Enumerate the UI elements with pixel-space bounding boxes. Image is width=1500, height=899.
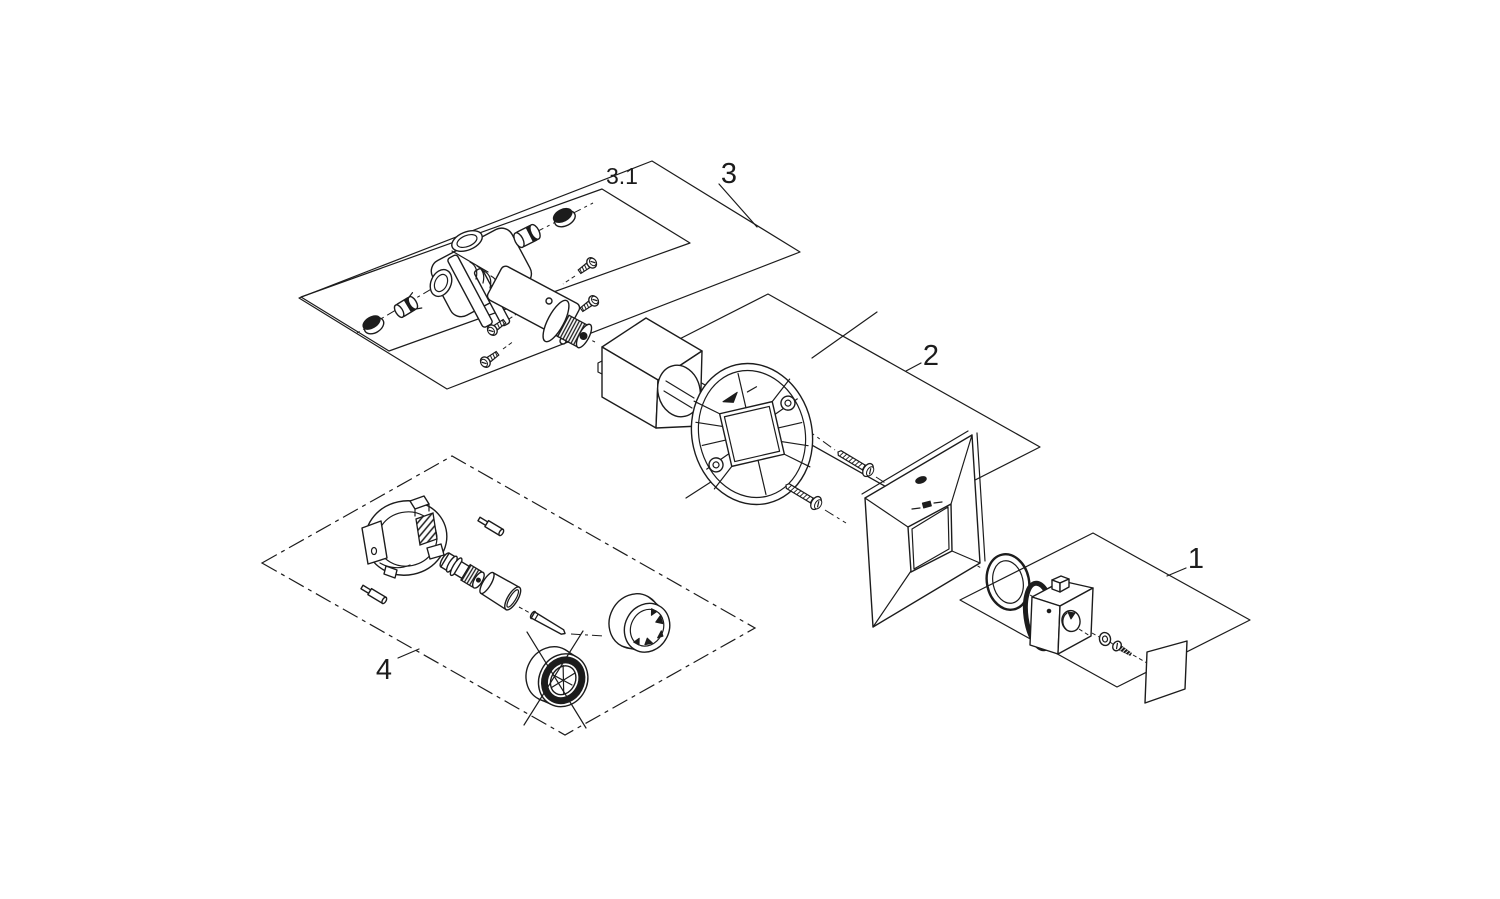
group-3-boundary bbox=[298, 160, 801, 390]
screw-icon bbox=[477, 348, 502, 370]
label-group-3-1: 3.1 bbox=[606, 163, 638, 189]
cap bbox=[552, 207, 576, 228]
sleeve-adapter bbox=[479, 571, 522, 611]
group-4-boundary bbox=[260, 455, 757, 736]
washer bbox=[1098, 631, 1112, 647]
label-2-leader bbox=[905, 362, 922, 372]
instruction-card bbox=[1144, 640, 1188, 704]
temperature-mark bbox=[911, 500, 943, 510]
plaster-guard-sleeve bbox=[597, 317, 703, 429]
escutcheon-plate bbox=[861, 430, 986, 628]
label-group-2: 2 bbox=[923, 340, 939, 372]
end-flange bbox=[542, 299, 570, 343]
pin-screw bbox=[477, 516, 505, 537]
label-group-4: 4 bbox=[376, 654, 392, 686]
handle-recess bbox=[1061, 609, 1081, 633]
stop-ring-housing bbox=[361, 495, 448, 579]
concealed-valve-body bbox=[429, 227, 593, 349]
side-port bbox=[429, 268, 453, 298]
pivot-pin bbox=[529, 610, 566, 635]
spindle-extension bbox=[439, 552, 485, 589]
valve-caps-and-screws bbox=[362, 207, 602, 370]
screw-icon bbox=[575, 255, 600, 277]
callout-line bbox=[811, 311, 878, 359]
group-2-boundary bbox=[649, 293, 1041, 508]
label-group-1: 1 bbox=[1188, 543, 1204, 575]
splined-ring bbox=[608, 593, 671, 653]
label-4-leader bbox=[397, 648, 420, 659]
bellows-ribs bbox=[469, 261, 499, 293]
label-1-leader bbox=[1166, 567, 1187, 577]
brand-mark bbox=[915, 476, 927, 484]
mounting-plate bbox=[690, 362, 814, 506]
screw-icon bbox=[577, 293, 602, 315]
cross-out-lines bbox=[523, 630, 587, 729]
group-3-1-boundary bbox=[300, 188, 691, 352]
label-3-leader bbox=[718, 183, 758, 228]
long-screw-icon bbox=[781, 478, 825, 513]
handle-screw bbox=[1112, 640, 1132, 656]
group-1-boundary bbox=[959, 532, 1251, 688]
adapter-cup bbox=[525, 646, 589, 708]
label-group-3: 3 bbox=[721, 158, 737, 190]
control-handle bbox=[1022, 575, 1094, 655]
plug bbox=[513, 223, 541, 249]
plug bbox=[393, 291, 423, 319]
long-screw-icon bbox=[833, 445, 877, 480]
cap bbox=[362, 315, 385, 335]
top-port bbox=[451, 230, 483, 252]
pin-screw bbox=[360, 584, 388, 605]
o-ring bbox=[985, 553, 1031, 611]
